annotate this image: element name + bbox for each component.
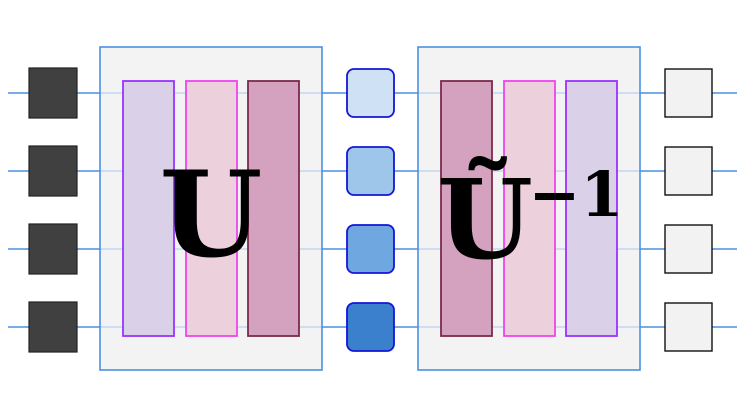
output-states (664, 68, 713, 352)
latent-state-4 (346, 302, 395, 352)
decoder-label-superscript: −1 (528, 158, 623, 231)
latent-states (346, 68, 395, 352)
encoder-layer-2 (185, 80, 238, 337)
output-state-4 (664, 302, 713, 352)
latent-state-3 (346, 224, 395, 274)
input-state-3 (28, 223, 78, 275)
decoder-layer-3 (565, 80, 618, 337)
encoder-layer-1 (122, 80, 175, 337)
decoder-label: Ũ (437, 155, 533, 284)
encoder-label: U (160, 145, 263, 284)
output-state-2 (664, 146, 713, 196)
input-state-2 (28, 145, 78, 197)
input-states (28, 67, 78, 353)
input-state-1 (28, 67, 78, 119)
decoder-layer-1 (440, 80, 493, 337)
output-state-1 (664, 68, 713, 118)
latent-state-2 (346, 146, 395, 196)
encoder-block: U (99, 46, 323, 371)
encoder-layer-3 (247, 80, 300, 337)
input-state-4 (28, 301, 78, 353)
decoder-block: Ũ −1 (417, 46, 641, 371)
latent-state-1 (346, 68, 395, 118)
decoder-layer-2 (503, 80, 556, 337)
output-state-3 (664, 224, 713, 274)
